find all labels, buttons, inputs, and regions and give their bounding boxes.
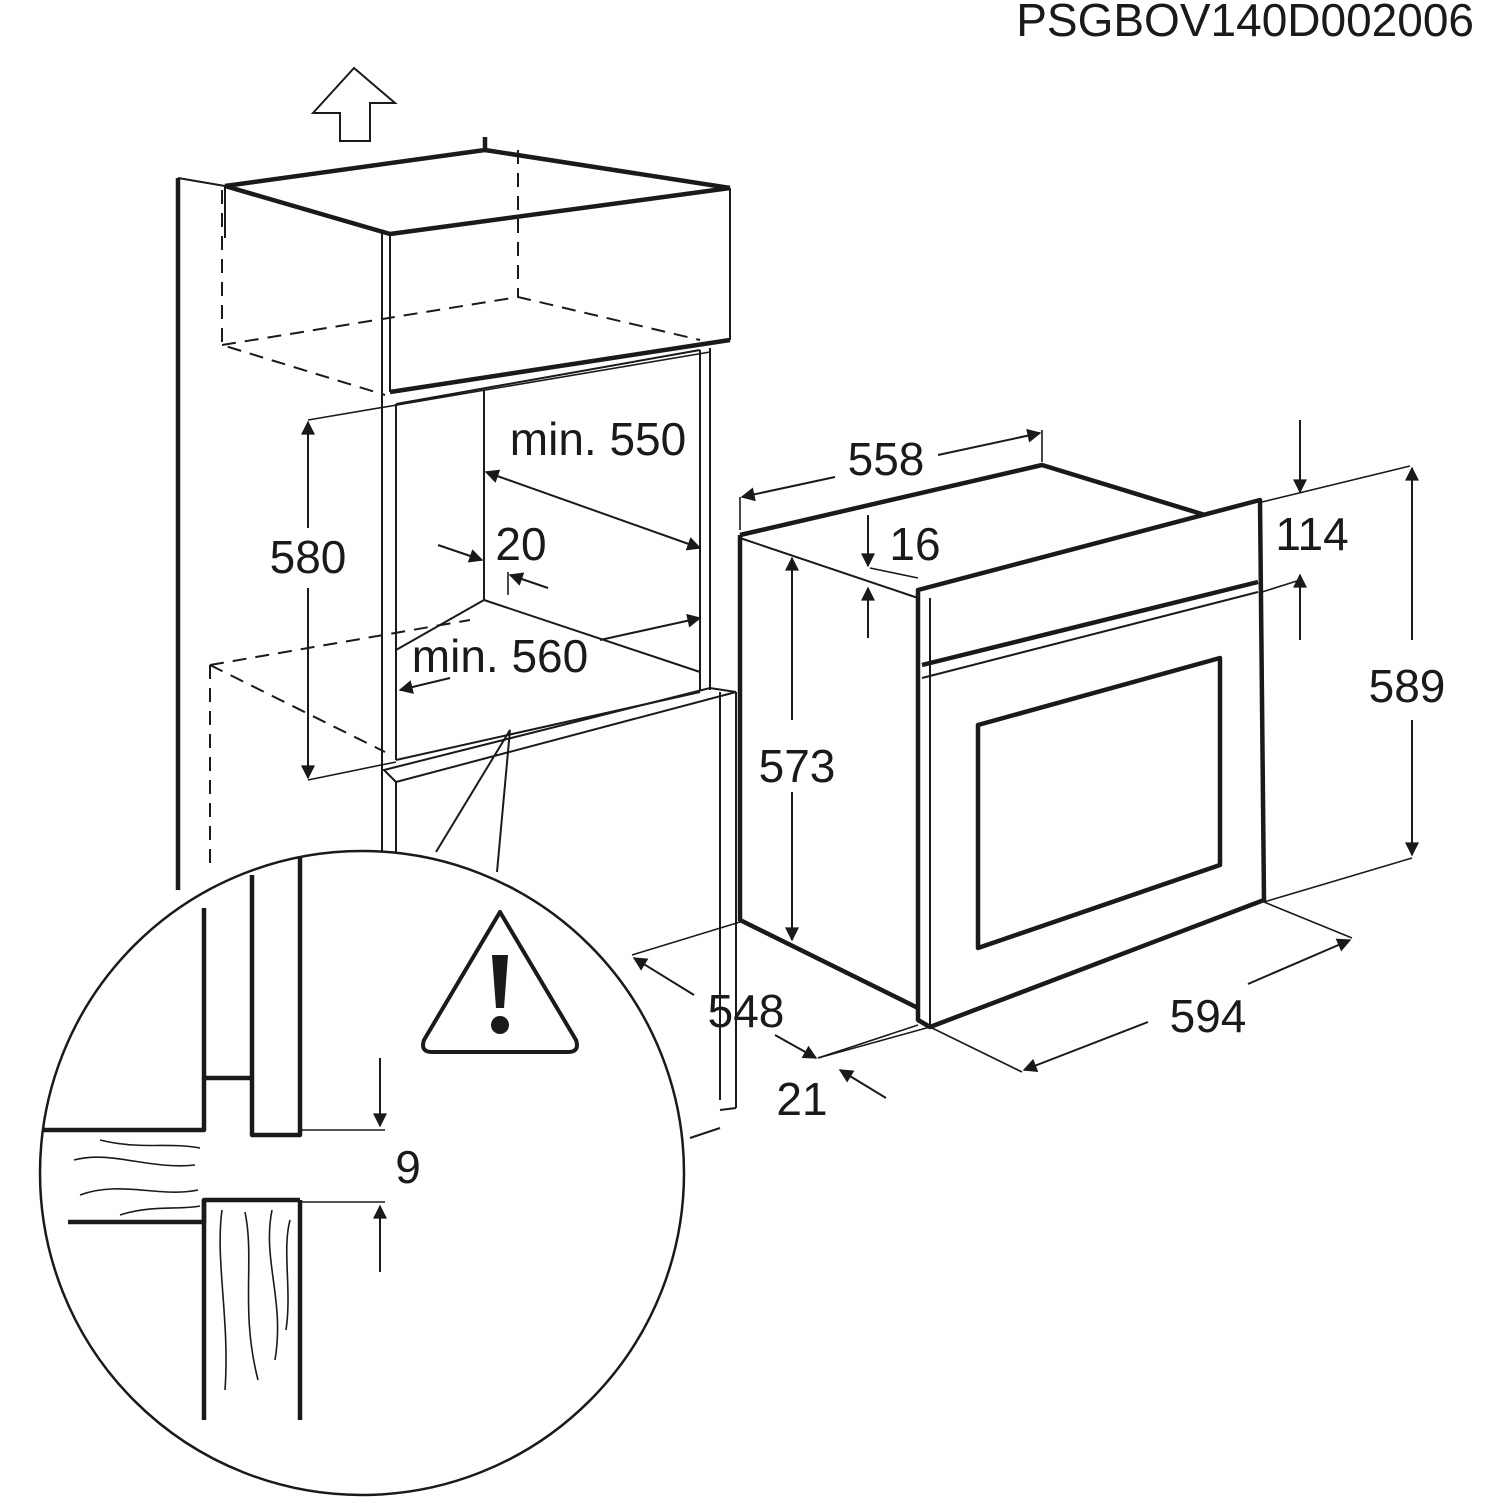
front-width-label: 594 [1170, 990, 1247, 1042]
body-height-label: 573 [759, 740, 836, 792]
rear-gap-label: 20 [495, 518, 546, 570]
dim-panel-gap: 16 [861, 515, 941, 638]
document-code: PSGBOV140D002006 [1016, 0, 1474, 46]
panel-height-label: 114 [1275, 508, 1348, 560]
dim-niche-depth: min. 550 [484, 413, 702, 551]
niche-depth-label: min. 550 [510, 413, 686, 465]
front-thickness-label: 21 [776, 1073, 827, 1125]
up-arrow-icon [310, 66, 398, 142]
warning-triangle-icon [421, 910, 579, 1054]
dim-rear-gap: 20 [437, 518, 549, 595]
dim-niche-width: min. 560 [398, 613, 702, 694]
dim-front-thickness: 21 [776, 1069, 887, 1125]
panel-gap-label: 16 [889, 518, 940, 570]
dim-body-height: 573 [759, 556, 836, 942]
body-depth-label: 548 [708, 985, 785, 1037]
oven-depth-label: 558 [848, 433, 925, 485]
dim-front-height: 589 [1369, 466, 1446, 857]
dim-panel-height: 114 [1275, 420, 1349, 640]
dim-front-width: 594 [1022, 938, 1352, 1072]
detail-callout: 9 [38, 849, 686, 1497]
detail-gap-label: 9 [395, 1141, 421, 1193]
dim-niche-height: 580 [270, 420, 347, 780]
dim-detail-gap: 9 [373, 1058, 421, 1272]
front-height-label: 589 [1369, 660, 1446, 712]
niche-width-label: min. 560 [412, 630, 588, 682]
oven [737, 462, 1267, 1030]
dim-body-depth: 548 [632, 957, 818, 1059]
niche-height-label: 580 [270, 531, 347, 583]
dim-oven-depth: 558 [740, 428, 1042, 502]
